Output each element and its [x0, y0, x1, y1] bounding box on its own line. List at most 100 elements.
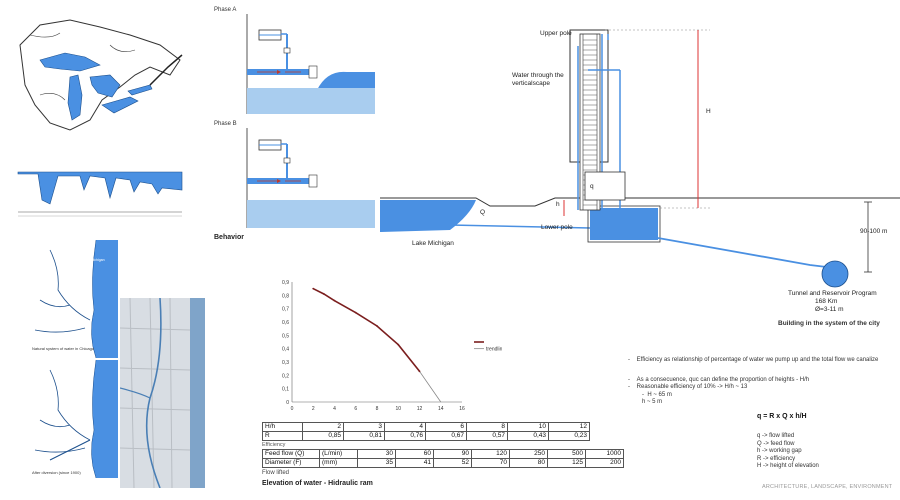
table-cell: H/h	[262, 422, 303, 432]
x-tick-label: 14	[438, 406, 444, 412]
table-cell: 80	[509, 458, 548, 468]
data-point	[418, 370, 421, 373]
phase-b-label: Phase B	[214, 121, 237, 127]
table-cell: 35	[357, 458, 396, 468]
table-row: H/h 2 3 4 6 8 10 12	[262, 422, 590, 432]
great-lakes-profile	[10, 152, 188, 232]
map-caption-diverted: After diversion (since 1900)	[32, 470, 81, 475]
legend-line: h -> working gap	[757, 448, 802, 454]
note-line: - H ~ 65 m	[642, 391, 672, 398]
table-cell: (L/min)	[319, 449, 358, 459]
y-tick-label: 0,7	[282, 307, 289, 313]
x-tick-label: 8	[376, 406, 379, 412]
x-tick-label: 12	[417, 406, 423, 412]
table-cell: 0,81	[343, 431, 385, 441]
y-tick-label: 0,2	[282, 373, 289, 379]
x-tick-label: 0	[291, 406, 294, 412]
table-cell: 60	[395, 449, 434, 459]
data-point	[376, 325, 378, 327]
note-text: Efficiency as relationship of percentage…	[636, 357, 879, 363]
table-cell: 6	[425, 422, 467, 432]
table-cell: 125	[547, 458, 586, 468]
city-aerial-map	[119, 297, 205, 489]
table-row: Feed flow (Q) (L/min) 30 60 90 120 250 5…	[262, 449, 624, 459]
table-row: Diameter (F) (mm) 35 41 52 70 80 125 200	[262, 458, 624, 468]
legend-label: trendline	[486, 347, 502, 353]
chicago-map-diverted: After diversion (since 1900)	[30, 359, 118, 479]
note-text: h ~ 5 m	[642, 399, 663, 405]
x-tick-label: 4	[333, 406, 336, 412]
legend-line: Q -> feed flow	[757, 440, 795, 447]
table-cell: 0,85	[302, 431, 344, 441]
table-row: R 0,85 0,81 0,76 0,67 0,57 0,43 0,23	[262, 431, 590, 441]
behavior-label: Behavior	[214, 234, 244, 241]
note-line: - Reasonable efficiency of 10% -> H/h ~ …	[628, 384, 748, 390]
data-point	[354, 311, 357, 314]
table-ratio: H/h 2 3 4 6 8 10 12 R 0,85 0,81 0,76 0,6…	[262, 422, 590, 441]
tunnel-label-1: Tunnel and Reservoir Program	[788, 290, 877, 297]
y-tick-label: 0	[286, 400, 289, 406]
map-caption-natural: Natural system of water in Chicago	[32, 346, 95, 351]
data-point	[333, 299, 336, 302]
table-cell: 30	[357, 449, 396, 459]
phase-a-diagram	[205, 14, 375, 114]
note-line: - As a consecuence, quc can define the p…	[628, 376, 810, 383]
building-section-diagram	[380, 10, 900, 330]
table-flow: Feed flow (Q) (L/min) 30 60 90 120 250 5…	[262, 449, 624, 468]
flow-table: Feed flow (Q) (L/min) 30 60 90 120 250 5…	[262, 449, 624, 468]
notes-block: - Efficiency as relationship of percenta…	[628, 357, 898, 407]
lower-pole-label: Lower pole	[541, 224, 573, 231]
table-cell: 120	[471, 449, 510, 459]
chicago-map-natural: Lake Michigan Natural system of water in…	[30, 239, 118, 359]
h-small-label: h	[556, 201, 560, 208]
flow-lifted-label: Flow lifted	[262, 470, 290, 476]
y-tick-label: 0,5	[282, 333, 289, 339]
note-line: - Efficiency as relationship of percenta…	[628, 357, 879, 363]
table-cell: 10	[507, 422, 549, 432]
note-text: Reasonable efficiency of 10% -> H/h ~ 13	[636, 384, 748, 390]
legend-line: H -> height of elevation	[757, 463, 819, 469]
table-cell: 70	[471, 458, 510, 468]
table-cell: 4	[384, 422, 426, 432]
y-tick-label: 0,6	[282, 320, 289, 326]
depth-label: 90-100 m	[860, 228, 888, 235]
table-cell: Feed flow (Q)	[262, 449, 320, 459]
legend-line: R -> efficiency	[757, 455, 796, 462]
note-text: As a consecuence, quc can define the pro…	[636, 376, 810, 383]
lake-label: Lake Michigan	[82, 258, 105, 262]
water-through-label: Water through the verticalscape	[512, 72, 564, 87]
note-line: h ~ 5 m	[628, 399, 898, 407]
table-cell: 52	[433, 458, 472, 468]
lake-michigan-label: Lake Michigan	[412, 240, 454, 247]
data-point	[312, 287, 315, 290]
y-tick-label: 0,8	[282, 293, 289, 299]
formula: q = R x Q x h/H	[757, 413, 807, 420]
table-cell: 1000	[585, 449, 624, 459]
table-cell: 90	[433, 449, 472, 459]
ratio-table: H/h 2 3 4 6 8 10 12 R 0,85 0,81 0,76 0,6…	[262, 422, 590, 441]
y-tick-label: 0,4	[282, 347, 289, 353]
table-cell: 2	[302, 422, 344, 432]
phase-a-label: Phase A	[214, 7, 237, 13]
table-cell: 3	[343, 422, 385, 432]
table-cell: 0,57	[466, 431, 508, 441]
legend-block: q -> flow lifted Q -> feed flow h -> wor…	[757, 433, 819, 471]
table-cell: 0,67	[425, 431, 467, 441]
note-text: H ~ 65 m	[647, 391, 672, 398]
tunnel-label-2: 168 Km	[815, 298, 838, 305]
efficiency-label: Efficiency	[262, 442, 286, 448]
phase-b-diagram	[205, 128, 375, 228]
y-tick-label: 0,3	[282, 360, 289, 366]
table-cell: 8	[466, 422, 508, 432]
table-cell: 41	[395, 458, 434, 468]
data-point	[322, 293, 325, 295]
table-cell: (mm)	[319, 458, 358, 468]
footer-label: ARCHITECTURE, LANDSCAPE, ENVIRONMENT	[762, 484, 893, 490]
y-tick-label: 0,1	[282, 387, 289, 393]
great-lakes-map	[10, 5, 190, 165]
table-cell: 12	[548, 422, 590, 432]
x-tick-label: 2	[312, 406, 315, 412]
ram-title: Elevation of water - Hidraulic ram	[262, 480, 373, 487]
